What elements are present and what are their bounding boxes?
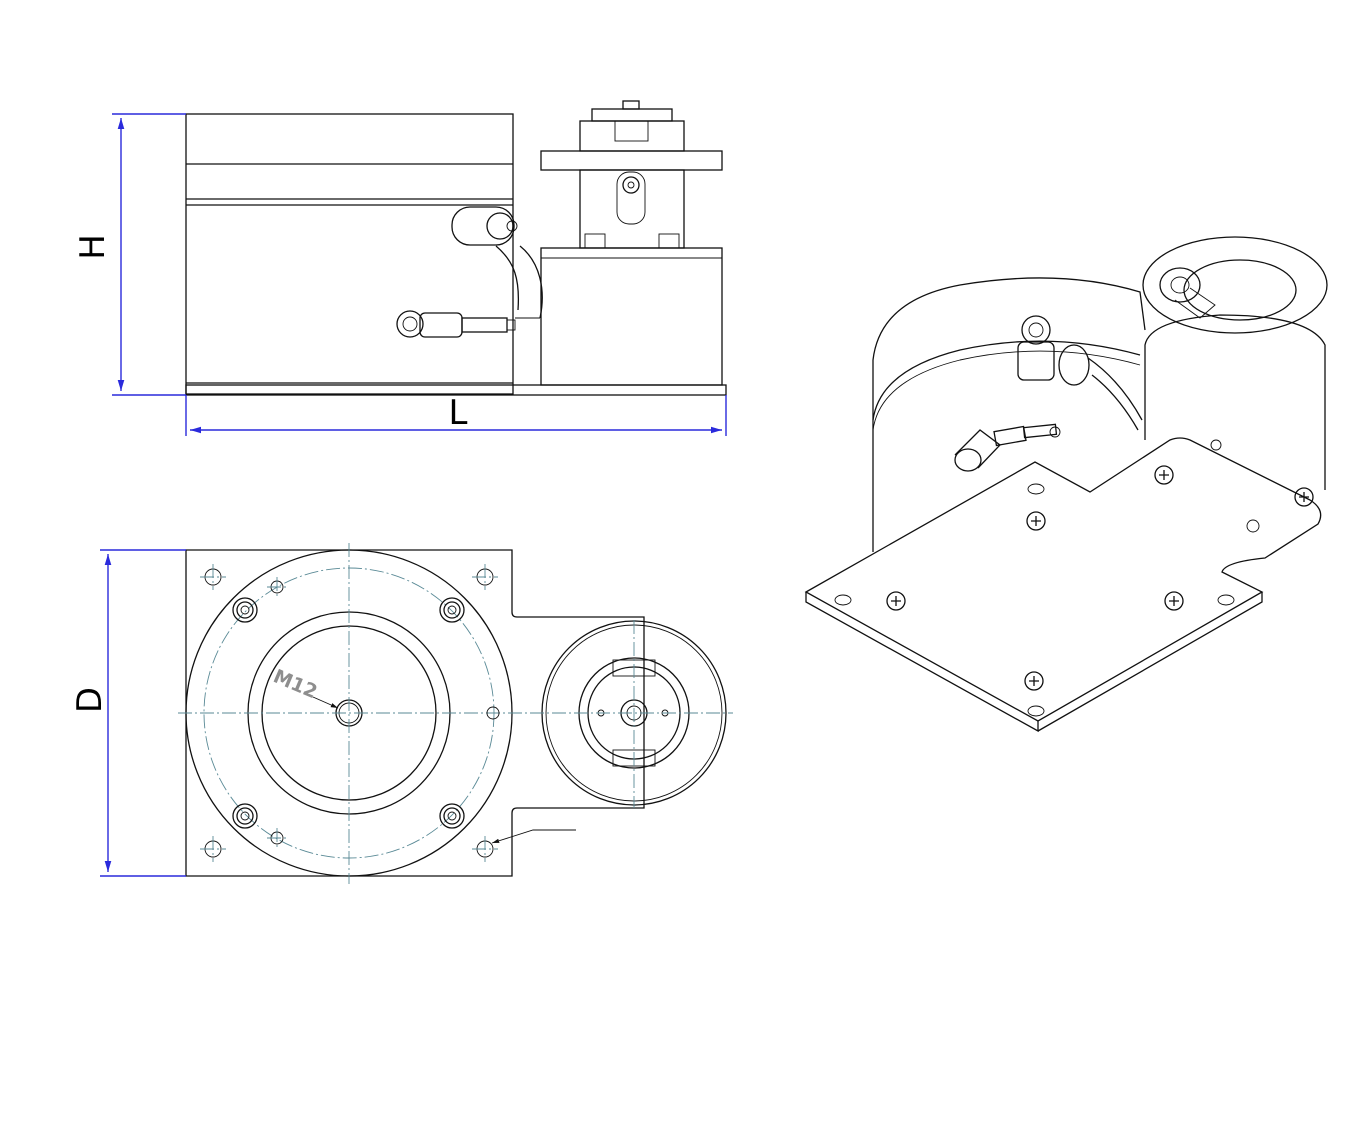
iso-main-cylinder (872, 277, 1146, 552)
depth-dimension: D (70, 549, 186, 877)
air-fitting-upper (451, 206, 543, 319)
iso-screw (1154, 465, 1174, 485)
iso-right-cylinder (1144, 314, 1326, 490)
leader-line (491, 829, 576, 844)
plate-outline (185, 549, 645, 877)
iso-screw (1024, 671, 1044, 691)
iso-air-fitting-upper (1017, 315, 1143, 431)
socket-screws (232, 597, 465, 829)
base-plate (185, 384, 727, 396)
iso-screw (1294, 487, 1314, 507)
iso-screw (886, 591, 906, 611)
air-fitting-lower (396, 310, 516, 338)
iso-gripper-head (1142, 236, 1328, 334)
gripper-module (540, 247, 723, 386)
isometric-view (804, 236, 1328, 733)
length-label: L (449, 393, 468, 433)
flange (540, 150, 723, 171)
main-housing (185, 113, 514, 395)
height-label: H (73, 234, 113, 260)
top-view: M12 D (70, 543, 733, 884)
mounting-holes (200, 564, 500, 862)
iso-screw (1026, 511, 1046, 531)
thread-label: M12 (270, 665, 320, 703)
front-view: H L (73, 100, 727, 436)
depth-label: D (70, 687, 110, 713)
height-dimension: H (73, 113, 186, 396)
iso-base-plate (804, 437, 1322, 722)
length-dimension: L (185, 393, 727, 436)
iso-air-fitting-lower (954, 423, 1061, 472)
iso-screw (1164, 591, 1184, 611)
